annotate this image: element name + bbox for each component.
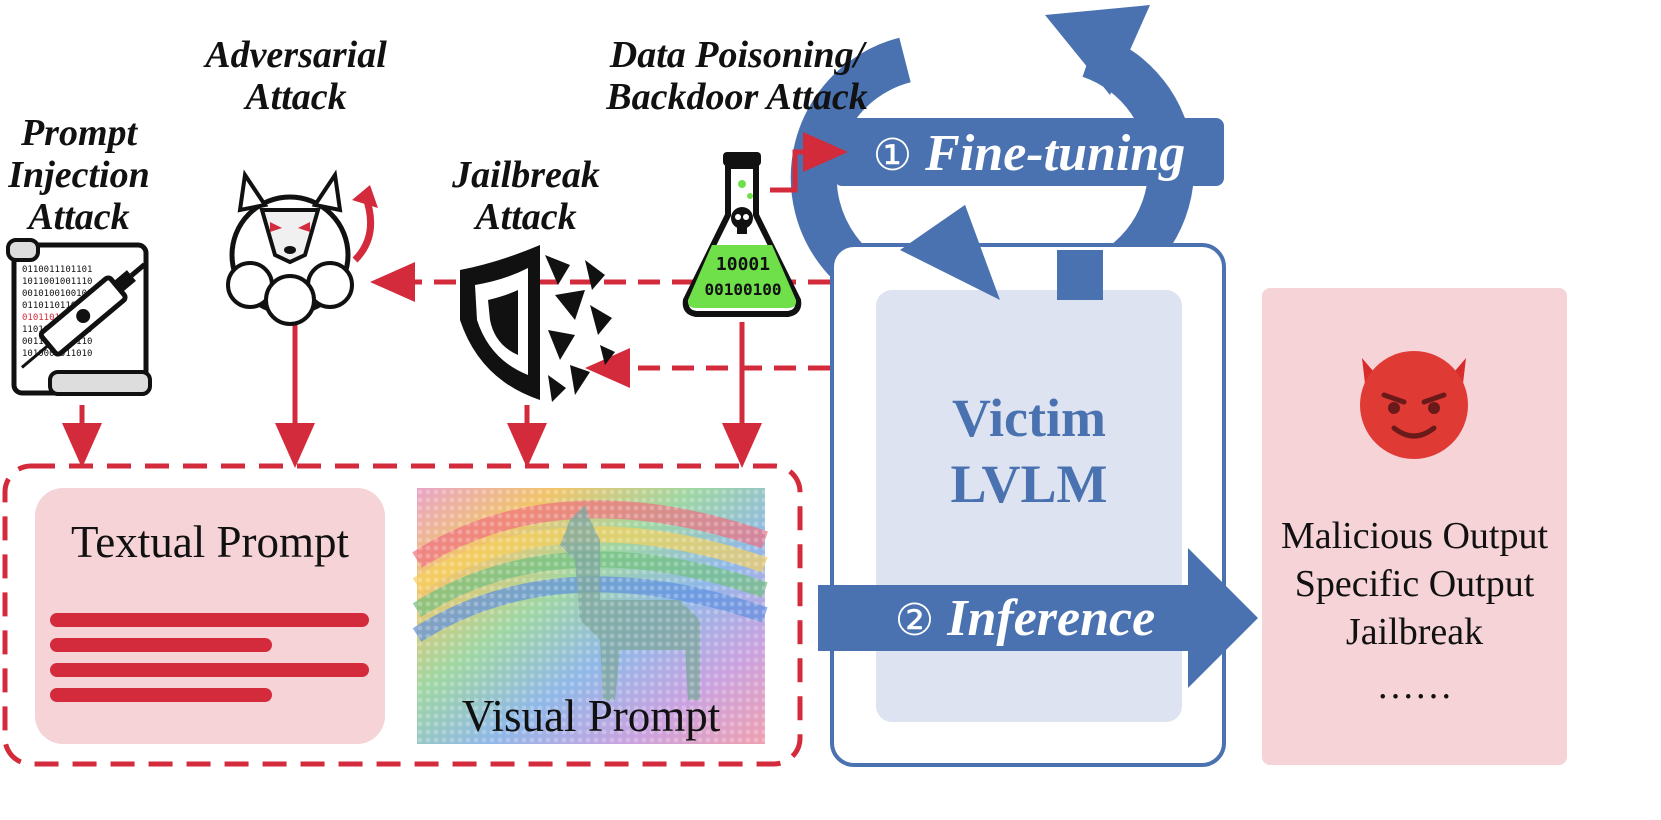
inference-label: ② Inference — [860, 588, 1190, 650]
data-poisoning-label: Data Poisoning/ Backdoor Attack — [606, 34, 868, 118]
output-panel — [1262, 288, 1567, 765]
flask-code-line2: 00100100 — [704, 280, 782, 299]
inference-arrow — [818, 548, 1258, 688]
inference-step-number: ② — [894, 596, 935, 645]
output-item-specific: Specific Output — [1294, 563, 1535, 605]
prompt-injection-label: Prompt Injection Attack — [8, 112, 150, 238]
visual-prompt-image — [412, 488, 768, 744]
scroll-syringe-icon: 0110011101101 1011001001110 001010010010… — [6, 238, 152, 396]
svg-text:0110011101101: 0110011101101 — [22, 265, 92, 275]
svg-text:0110110110001: 0110110110001 — [22, 301, 92, 311]
prompt-container — [2, 463, 803, 767]
svg-text:0010100100101: 0010100100101 — [22, 289, 92, 299]
poison-flask-icon — [682, 152, 802, 317]
svg-text:1011001001110: 1011001001110 — [22, 277, 92, 287]
jailbreak-label: Jailbreak Attack — [452, 154, 600, 238]
textual-prompt-lines — [50, 613, 369, 702]
fine-tuning-text: Fine-tuning — [925, 125, 1186, 182]
flask-code-line1: 10001 — [715, 254, 771, 275]
broken-shield-icon — [460, 245, 615, 402]
devil-face-icon — [1360, 351, 1468, 459]
arrow-poisoning-to-finetuning — [770, 132, 848, 193]
output-list: Malicious Output Specific Output Jailbre… — [1262, 512, 1567, 710]
wolf-in-sheep-icon — [226, 169, 378, 326]
output-item-malicious: Malicious Output — [1280, 515, 1549, 557]
fine-tuning-label: ① Fine-tuning — [834, 122, 1224, 186]
adversarial-label: Adversarial Attack — [205, 34, 387, 118]
textual-prompt-label: Textual Prompt — [70, 517, 350, 567]
output-item-jailbreak: Jailbreak — [1345, 611, 1484, 653]
visual-prompt-label: Visual Prompt — [461, 691, 721, 741]
inference-text: Inference — [947, 590, 1156, 647]
victim-lvlm-title: Victim LVLM — [950, 388, 1108, 514]
fine-tuning-step-number: ① — [872, 131, 913, 180]
output-item-ellipsis: …… — [1376, 665, 1453, 707]
fine-tuning-banner — [834, 118, 1224, 186]
